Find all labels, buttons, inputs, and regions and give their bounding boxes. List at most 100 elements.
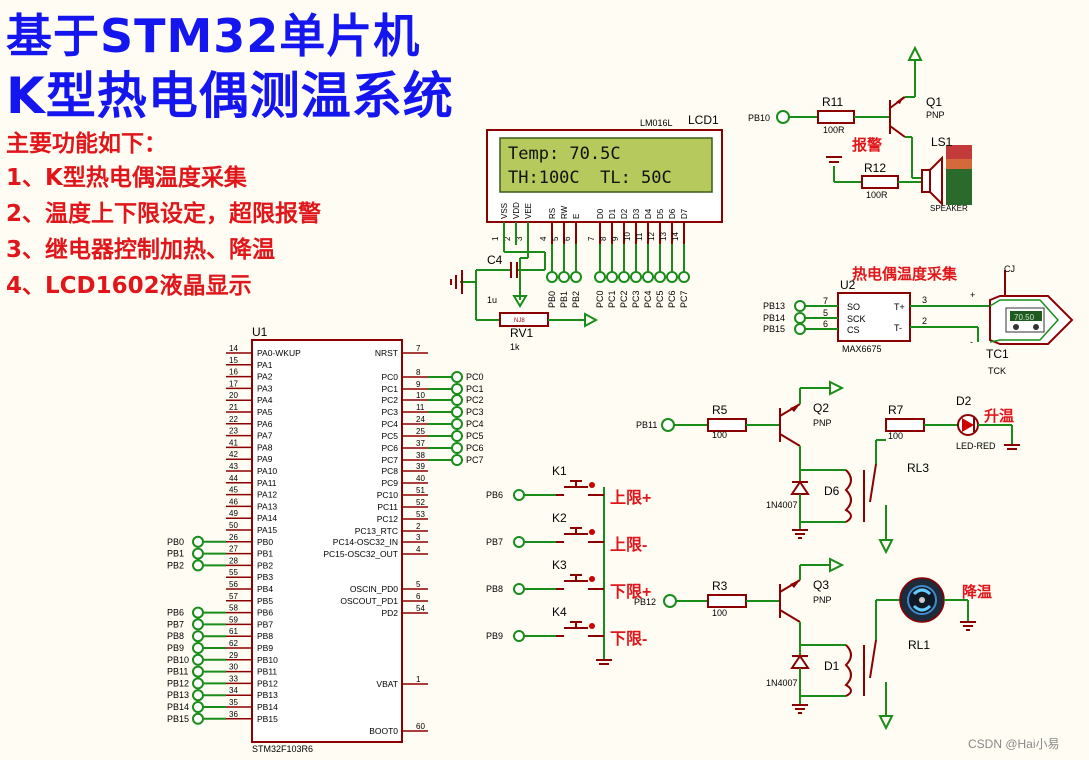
lcd-pin-name: VSS bbox=[500, 203, 509, 219]
u1-right-pin-name: PC15-OSC32_OUT bbox=[323, 549, 398, 559]
q2-type: PNP bbox=[813, 418, 832, 428]
u1-left-pin-number: 30 bbox=[229, 663, 238, 672]
feature-item: 1、K型热电偶温度采集 bbox=[6, 165, 247, 191]
lcd-bus-label: PC0 bbox=[595, 290, 605, 308]
q1-type: PNP bbox=[926, 110, 945, 120]
u1-left-pin-number: 56 bbox=[229, 580, 238, 589]
u1-left-pin-number: 46 bbox=[229, 497, 238, 506]
lcd-bus-label: PB0 bbox=[547, 291, 557, 308]
u1-right-pin-name: PC5 bbox=[381, 431, 398, 441]
r5-value: 100 bbox=[712, 430, 727, 440]
u1-right-pin-name: OSCIN_PD0 bbox=[350, 584, 398, 594]
u1-right-pin-number: 8 bbox=[416, 368, 421, 377]
alarm-circuit: PB10 R11 100R Q1 PNP 报警 R12 100R LS1 SPE… bbox=[748, 45, 972, 213]
u1-left-pin-name: PA0-WKUP bbox=[257, 348, 301, 358]
r11-value: 100R bbox=[823, 125, 845, 135]
u1-left-net-label: PB14 bbox=[167, 702, 189, 712]
heat-net: PB11 bbox=[636, 420, 657, 430]
lcd-bus-label: PC4 bbox=[643, 290, 653, 308]
key-net-label: PB6 bbox=[486, 490, 503, 500]
u1-right-pin-name: PC7 bbox=[381, 455, 398, 465]
key-net-label: PB7 bbox=[486, 537, 503, 547]
watermark: CSDN @Hai小易 bbox=[968, 737, 1060, 751]
u1-left-net-terminal bbox=[192, 606, 204, 619]
u1-left-pin-name: PA9 bbox=[257, 454, 273, 464]
u1-left-net-terminal bbox=[192, 677, 204, 690]
d2-ref: D2 bbox=[956, 394, 972, 408]
key-label: 上限- bbox=[610, 536, 647, 554]
u1-right-pin-name: PC14-OSC32_IN bbox=[333, 537, 398, 547]
u1-right-net-terminal bbox=[451, 454, 463, 466]
u1-left-pin-name: PA7 bbox=[257, 431, 273, 441]
tc1-cj: CJ bbox=[1004, 264, 1015, 274]
u2-pin-number: 6 bbox=[823, 319, 828, 329]
u1-left-pin-number: 62 bbox=[229, 639, 238, 648]
title-line2: K型热电偶测温系统 bbox=[6, 67, 454, 125]
u1-left-net-terminal bbox=[192, 642, 204, 654]
u1-left-pin-name: PB9 bbox=[257, 643, 273, 653]
ls1-ref: LS1 bbox=[931, 135, 953, 149]
u1-right-net-terminal bbox=[451, 430, 463, 442]
u1-left-pin-number: 45 bbox=[229, 486, 238, 495]
u1-left-pin-name: PA12 bbox=[257, 490, 277, 500]
u1-left-pin-name: PB3 bbox=[257, 572, 273, 582]
u1-left-pin-name: PB12 bbox=[257, 678, 278, 688]
u1-right-pin-name: PC13_RTC bbox=[355, 526, 398, 536]
u1-left-net-terminal bbox=[192, 689, 204, 702]
lcd-bus-terminal bbox=[666, 271, 678, 283]
u1-right-pin-number: 39 bbox=[416, 462, 425, 471]
u2-terminal bbox=[794, 312, 806, 324]
key-net-label: PB8 bbox=[486, 584, 503, 594]
u1-right-pin-name: PC8 bbox=[381, 466, 398, 476]
u1-left-pin-name: PA4 bbox=[257, 395, 273, 405]
u1-right-net-label: PC0 bbox=[466, 372, 484, 382]
u1-right-pin-number: 60 bbox=[416, 722, 425, 731]
lcd-pin-name: D0 bbox=[596, 208, 605, 219]
lcd-bus-terminal bbox=[570, 271, 582, 283]
lcd-pin-number: 13 bbox=[659, 232, 668, 241]
lcd-pin-name: D3 bbox=[632, 208, 641, 219]
u1-left-pin-number: 26 bbox=[229, 533, 238, 542]
q3-type: PNP bbox=[813, 595, 832, 605]
feature-item: 3、继电器控制加热、降温 bbox=[6, 237, 276, 263]
key-label: 下限- bbox=[610, 630, 647, 648]
u1-left-pin-name: PB8 bbox=[257, 631, 273, 641]
lcd-bus-terminal bbox=[546, 271, 558, 283]
tc-minus: - bbox=[970, 337, 973, 347]
u1-right-net-terminal bbox=[451, 418, 463, 430]
lcd-pin-number: 12 bbox=[647, 232, 656, 241]
lcd-pin-name: D7 bbox=[680, 208, 689, 219]
q3-ref: Q3 bbox=[813, 578, 829, 592]
r3-value: 100 bbox=[712, 608, 727, 618]
lcd1-module: Temp: 70.5C TH:100C TL: 50C LM016L LCD1 … bbox=[486, 113, 723, 244]
u1-left-pin-number: 58 bbox=[229, 604, 238, 613]
lcd-bus-terminal bbox=[558, 271, 570, 283]
u1-left-pin-number: 50 bbox=[229, 521, 238, 530]
u2-net-label: PB13 bbox=[763, 301, 785, 311]
lcd-bus-label: PC2 bbox=[619, 290, 629, 308]
u1-left-pin-number: 55 bbox=[229, 568, 238, 577]
u1-right-pin-name: PC11 bbox=[377, 502, 398, 512]
lcd-pin-number: 2 bbox=[503, 236, 512, 241]
lcd-bus-terminal bbox=[654, 271, 666, 283]
u1-left-net-terminal bbox=[192, 535, 204, 548]
feature-item: 2、温度上下限设定，超限报警 bbox=[6, 201, 322, 227]
lcd-pin-name: D4 bbox=[644, 208, 653, 219]
lcd-line1: Temp: 70.5C bbox=[508, 144, 621, 164]
key-ref: K4 bbox=[552, 605, 567, 619]
lcd-pin-name: VDD bbox=[512, 202, 521, 219]
r12-ref: R12 bbox=[864, 161, 886, 175]
u1-left-pin-name: PB1 bbox=[257, 549, 273, 559]
alarm-label: 报警 bbox=[852, 136, 882, 154]
u1-left-pin-name: PB7 bbox=[257, 619, 273, 629]
u1-right-net-label: PC4 bbox=[466, 419, 484, 429]
r5-ref: R5 bbox=[712, 403, 728, 417]
rv1-code: NJ8 bbox=[514, 318, 525, 324]
u1-left-pin-number: 41 bbox=[229, 438, 238, 447]
lcd-bus-terminal bbox=[678, 271, 690, 283]
key-net-label: PB9 bbox=[486, 631, 503, 641]
rl3-ref: RL3 bbox=[907, 461, 929, 475]
rv1-ref: RV1 bbox=[510, 326, 533, 340]
